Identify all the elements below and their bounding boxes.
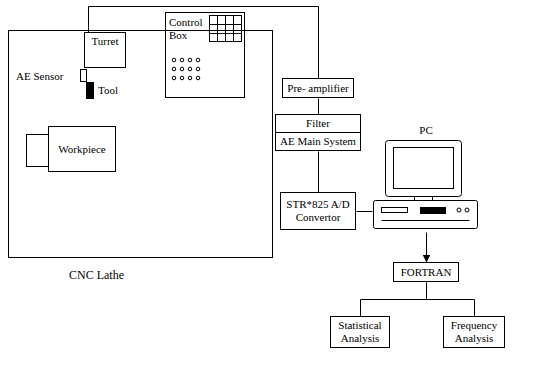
process-box: Frequency Analysis: [443, 316, 505, 348]
node-text: AE Main System: [280, 135, 356, 148]
lathe-housing: TurretWorkpieceControl BoxCNC Lathe: [8, 30, 273, 258]
node-text: Workpiece: [58, 143, 105, 156]
node-text: Control Box: [169, 16, 209, 41]
node-text: Turret: [85, 33, 125, 48]
turret-box: Turret: [84, 32, 126, 68]
node-text: STR*825 A/D Convertor: [281, 198, 355, 223]
chuck: [27, 135, 49, 167]
process-box: FORTRAN: [393, 262, 459, 282]
control-grid: [210, 16, 242, 42]
node-text: Frequency Analysis: [444, 319, 504, 344]
part-label: Tool: [98, 84, 118, 97]
process-box: AE Main System: [275, 132, 361, 151]
node-text: Statistical Analysis: [331, 319, 389, 344]
pc-illustration: [374, 141, 478, 229]
sensor-symbol: [81, 70, 87, 82]
connector: [361, 283, 427, 317]
process-box: Statistical Analysis: [330, 316, 390, 348]
pc-node: PC: [372, 122, 480, 232]
node-text: Filter: [306, 117, 330, 130]
process-box: Pre- amplifier: [282, 78, 354, 98]
connector: [426, 233, 427, 263]
connector: [318, 99, 319, 115]
process-box: STR*825 A/D Convertor: [280, 192, 356, 230]
connector: [318, 152, 319, 193]
tool-symbol: [86, 82, 94, 99]
connector: [427, 283, 475, 317]
process-box: Filter: [275, 114, 361, 133]
connector: [357, 211, 373, 212]
control-buttons: [172, 58, 200, 80]
node-text: Pre- amplifier: [287, 82, 348, 95]
node-text: FORTRAN: [401, 266, 452, 279]
part-label: AE Sensor: [16, 70, 63, 83]
node-text: CNC Lathe: [69, 269, 124, 283]
node-text: PC: [372, 122, 480, 137]
control-box: Control Box: [165, 12, 245, 98]
workpiece-box: Workpiece: [48, 126, 116, 172]
